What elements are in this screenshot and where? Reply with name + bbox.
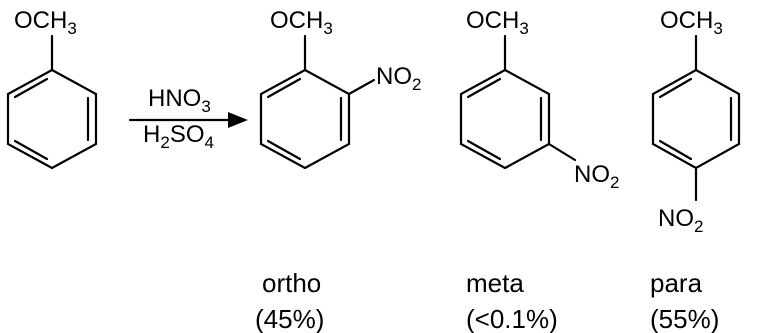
para-double-bond — [658, 139, 693, 161]
reaction-arrow: HNO3 H2SO4 — [128, 85, 248, 152]
reagent-hno3: HNO3 — [148, 85, 211, 116]
para-double-bond — [658, 77, 693, 99]
para-och3-label: OCH3 — [660, 7, 723, 38]
ortho-n-bond — [347, 78, 376, 96]
para-ring — [651, 68, 741, 170]
anisole-double-bond — [13, 77, 49, 99]
ortho-och3-label: OCH3 — [270, 7, 333, 38]
meta-double-bond — [466, 77, 502, 99]
ortho-double-bond — [266, 77, 302, 99]
para-no2-label: NO2 — [658, 205, 703, 236]
meta-molecule: OCH3 NO2 — [459, 7, 619, 192]
meta-ring — [459, 68, 551, 170]
ortho-molecule: OCH3 NO2 — [259, 7, 421, 170]
para-molecule: OCH3 NO2 — [651, 7, 741, 236]
anisole-ring — [6, 68, 98, 170]
meta-double-bond — [466, 139, 502, 161]
anisole-molecule: OCH3 — [6, 7, 98, 170]
para-name: para — [650, 268, 703, 298]
para-yield: (55%) — [650, 304, 719, 333]
ortho-name: ortho — [262, 268, 321, 298]
anisole-och3-label: OCH3 — [14, 7, 77, 38]
ortho-no2-label: NO2 — [376, 63, 421, 94]
meta-yield: (<0.1%) — [466, 304, 558, 333]
meta-och3-label: OCH3 — [466, 7, 529, 38]
ortho-double-bond — [266, 139, 302, 161]
meta-no2-label: NO2 — [574, 161, 619, 192]
ortho-ring — [259, 68, 351, 170]
meta-n-bond — [547, 142, 577, 162]
meta-name: meta — [466, 268, 524, 298]
anisole-double-bond — [13, 139, 49, 161]
ortho-yield: (45%) — [255, 304, 324, 333]
reagent-h2so4: H2SO4 — [143, 121, 214, 152]
arrow-head-icon — [228, 112, 248, 128]
